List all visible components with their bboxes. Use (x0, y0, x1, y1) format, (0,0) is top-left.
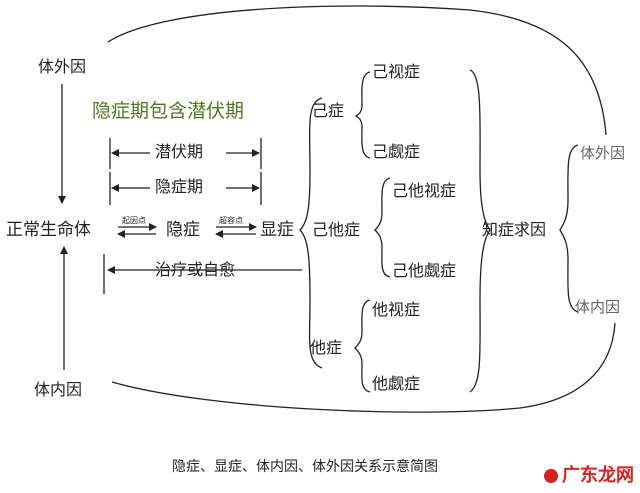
watermark-badge-icon (544, 469, 558, 483)
self-disease-label: 己症 (312, 101, 345, 120)
onset-point-label: 起因点 (122, 216, 146, 225)
external-cause-label: 体外因 (38, 57, 87, 76)
right-external-cause-label: 体外因 (580, 144, 626, 162)
right-internal-cause-label: 体内因 (575, 298, 621, 316)
self-other-disease-label: 己他症 (312, 220, 361, 239)
heading-latent-includes-incubation: 隐症期包含潜伏期 (92, 100, 245, 122)
self-invisible-label: 己觑症 (372, 142, 421, 161)
latent-period-label: 隐症期 (155, 177, 204, 196)
self-other-visible-label: 己他视症 (392, 181, 457, 200)
watermark-logo: 广东龙网 (544, 461, 634, 487)
other-disease-label: 他症 (310, 338, 343, 357)
self-visible-label: 己视症 (372, 62, 421, 81)
capacity-point-label: 超容点 (219, 216, 243, 225)
incubation-period-label: 潜伏期 (155, 142, 204, 161)
seek-cause-label: 知症求因 (482, 220, 547, 239)
latent-disease-label: 隐症 (166, 220, 200, 240)
top-arc (107, 5, 607, 136)
watermark-text: 广东龙网 (562, 465, 634, 486)
other-visible-label: 他视症 (372, 300, 421, 319)
normal-life-label: 正常生命体 (6, 220, 91, 240)
internal-cause-label: 体内因 (34, 380, 83, 399)
self-other-invisible-label: 己他觑症 (392, 261, 457, 280)
treatment-label: 治疗或自愈 (155, 260, 236, 279)
bottom-arc (111, 322, 616, 413)
other-invisible-label: 他觑症 (372, 374, 421, 393)
manifest-disease-label: 显症 (260, 220, 294, 240)
diagram-caption: 隐症、显症、体内因、体外因关系示意简图 (172, 459, 438, 475)
